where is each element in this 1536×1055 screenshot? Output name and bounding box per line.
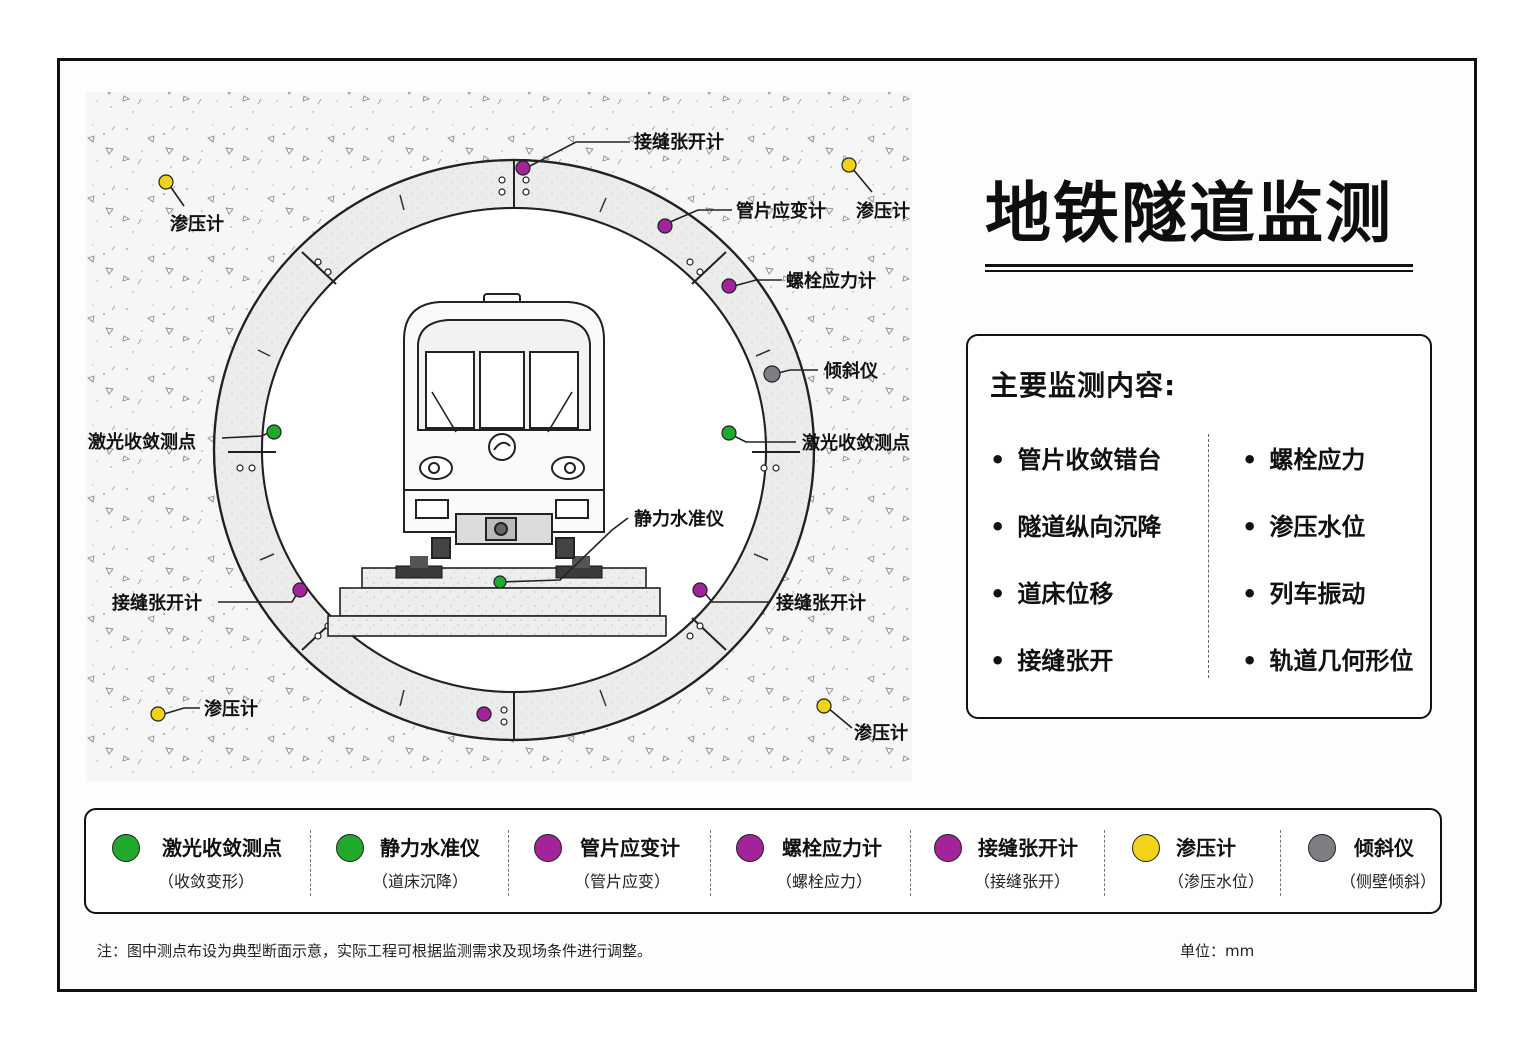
legend-separator: [1104, 830, 1105, 896]
segment-strain-sensor: [657, 218, 673, 234]
piezometer-top-left-sensor: [158, 174, 174, 190]
label-segment-strain: 管片应变计: [736, 200, 826, 222]
content-item: 接缝张开: [990, 641, 1113, 676]
legend-name: 螺栓应力计: [782, 836, 882, 860]
hydrostatic-level-sensor: [493, 575, 507, 589]
joint-meter-right-sensor: [692, 582, 708, 598]
legend-item-inclinometer: 倾斜仪 （侧壁倾斜）: [1282, 810, 1440, 912]
laser-right-sensor: [721, 425, 737, 441]
label-hydrostatic-level: 静力水准仪: [634, 508, 725, 530]
label-inclinometer: 倾斜仪: [823, 360, 879, 382]
legend-swatch: [1308, 834, 1336, 862]
legend-item-hydrostatic: 静力水准仪 （道床沉降）: [312, 810, 508, 912]
joint-meter-bottom-sensor: [476, 706, 492, 722]
legend-separator: [910, 830, 911, 896]
title-underline-thin: [985, 270, 1413, 272]
footnote: 注：图中测点布设为典型断面示意，实际工程可根据监测需求及现场条件进行调整。: [97, 942, 653, 960]
legend-item-laser: 激光收敛测点 （收敛变形）: [86, 810, 310, 912]
legend-item-bolt: 螺栓应力计 （螺栓应力）: [712, 810, 910, 912]
sensor-labels: 接缝张开计 管片应变计 渗压计 螺栓应力计 倾斜仪 激光收敛测点 激光收敛测点 …: [88, 131, 910, 744]
monitoring-content-panel: 主要监测内容: 管片收敛错台 隧道纵向沉降 道床位移 接缝张开 螺栓应力 渗压水…: [966, 334, 1432, 719]
legend-swatch: [534, 834, 562, 862]
legend-swatch: [1132, 834, 1160, 862]
label-piezo-top-left: 渗压计: [170, 213, 224, 235]
label-piezo-bottom-left: 渗压计: [204, 698, 258, 720]
label-bolt-stress: 螺栓应力计: [786, 270, 876, 292]
label-joint-left: 接缝张开计: [112, 592, 202, 614]
legend-name: 管片应变计: [580, 836, 680, 860]
legend-sub: （侧壁倾斜）: [1340, 872, 1437, 891]
legend-swatch: [336, 834, 364, 862]
content-item: 螺栓应力: [1242, 440, 1365, 475]
legend-sub: （渗压水位）: [1168, 872, 1265, 891]
legend-separator: [710, 830, 711, 896]
legend-sub: （接缝张开）: [974, 872, 1071, 891]
metro-train: [403, 293, 605, 559]
content-item: 隧道纵向沉降: [990, 507, 1161, 542]
legend-item-strain: 管片应变计 （管片应变）: [510, 810, 710, 912]
legend-swatch: [736, 834, 764, 862]
page-title: 地铁隧道监测: [985, 175, 1393, 252]
legend-name: 倾斜仪: [1354, 836, 1414, 860]
joint-meter-left-sensor: [292, 582, 308, 598]
title-underline: [985, 264, 1413, 267]
bolt-stress-sensor: [721, 278, 737, 294]
label-piezo-bottom-right: 渗压计: [854, 722, 908, 744]
legend-sub: （道床沉降）: [372, 872, 469, 891]
content-item: 渗压水位: [1242, 507, 1365, 542]
track-bed: [327, 556, 667, 637]
laser-left-sensor: [266, 424, 282, 440]
legend-name: 静力水准仪: [380, 836, 480, 860]
label-joint-right: 接缝张开计: [776, 592, 866, 614]
panel-divider: [1208, 434, 1209, 678]
legend-sub: （螺栓应力）: [776, 872, 873, 891]
legend-separator: [508, 830, 509, 896]
legend: 激光收敛测点 （收敛变形） 静力水准仪 （道床沉降） 管片应变计 （管片应变） …: [84, 808, 1442, 914]
legend-name: 接缝张开计: [978, 836, 1078, 860]
label-joint-top: 接缝张开计: [634, 131, 724, 153]
piezometer-top-right-sensor: [841, 157, 857, 173]
legend-swatch: [934, 834, 962, 862]
legend-name: 激光收敛测点: [162, 836, 282, 860]
piezometer-bottom-right-sensor: [816, 698, 832, 714]
legend-separator: [310, 830, 311, 896]
legend-item-joint: 接缝张开计 （接缝张开）: [912, 810, 1102, 912]
label-laser-left: 激光收敛测点: [88, 431, 196, 453]
legend-separator: [1280, 830, 1281, 896]
content-item: 轨道几何形位: [1242, 641, 1413, 676]
legend-sub: （管片应变）: [574, 872, 671, 891]
label-laser-right: 激光收敛测点: [802, 432, 910, 454]
legend-swatch: [112, 834, 140, 862]
label-piezo-top-right: 渗压计: [856, 200, 910, 222]
legend-item-piezometer: 渗压计 （渗压水位）: [1106, 810, 1278, 912]
unit-label: 单位：mm: [1180, 942, 1255, 960]
legend-sub: （收敛变形）: [158, 872, 255, 891]
panel-heading: 主要监测内容:: [990, 369, 1177, 402]
piezometer-bottom-left-sensor: [150, 706, 166, 722]
joint-meter-top-sensor: [515, 160, 531, 176]
content-item: 列车振动: [1242, 574, 1365, 609]
title-block: 地铁隧道监测: [985, 172, 1413, 272]
sensors: [150, 157, 857, 722]
content-item: 管片收敛错台: [990, 440, 1161, 475]
inclinometer-sensor: [763, 365, 781, 383]
content-item: 道床位移: [990, 574, 1113, 609]
legend-name: 渗压计: [1176, 836, 1236, 860]
